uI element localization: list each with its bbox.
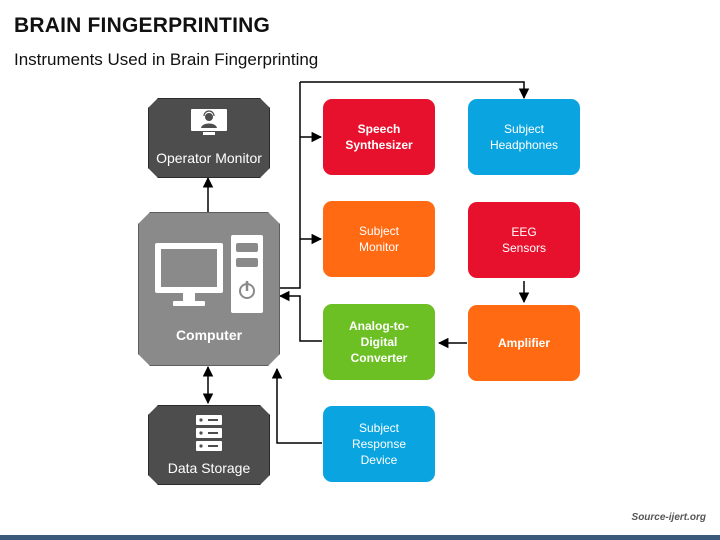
speech-synthesizer-box: Speech Synthesizer xyxy=(323,99,435,175)
arrow-response-device-to-computer xyxy=(271,367,322,444)
operator-monitor-icon xyxy=(187,107,231,137)
subject-response-device-box: Subject Response Device xyxy=(323,406,435,482)
operator-monitor-label: Operator Monitor xyxy=(156,150,262,166)
eeg-sensors-box: EEG Sensors xyxy=(468,202,580,278)
desktop-computer-icon xyxy=(153,235,265,325)
arrow-to-subject-headphones xyxy=(300,81,530,100)
footer-bar xyxy=(0,535,720,540)
server-rack-icon xyxy=(194,414,224,452)
arrow-adc-to-computer xyxy=(278,290,322,342)
computer-box: Computer xyxy=(138,212,280,366)
source-credit: Source-ijert.org xyxy=(631,512,706,523)
page-title: BRAIN FINGERPRINTING xyxy=(14,14,270,37)
amplifier-box: Amplifier xyxy=(468,305,580,381)
data-storage-box: Data Storage xyxy=(148,405,270,485)
adc-box: Analog-to- Digital Converter xyxy=(323,304,435,380)
data-storage-label: Data Storage xyxy=(167,460,251,476)
operator-monitor-box: Operator Monitor xyxy=(148,98,270,178)
page-subtitle: Instruments Used in Brain Fingerprinting xyxy=(14,50,319,69)
subject-monitor-box: Subject Monitor xyxy=(323,201,435,277)
subject-headphones-box: Subject Headphones xyxy=(468,99,580,175)
trunk-line xyxy=(278,82,301,289)
computer-label: Computer xyxy=(175,327,243,343)
